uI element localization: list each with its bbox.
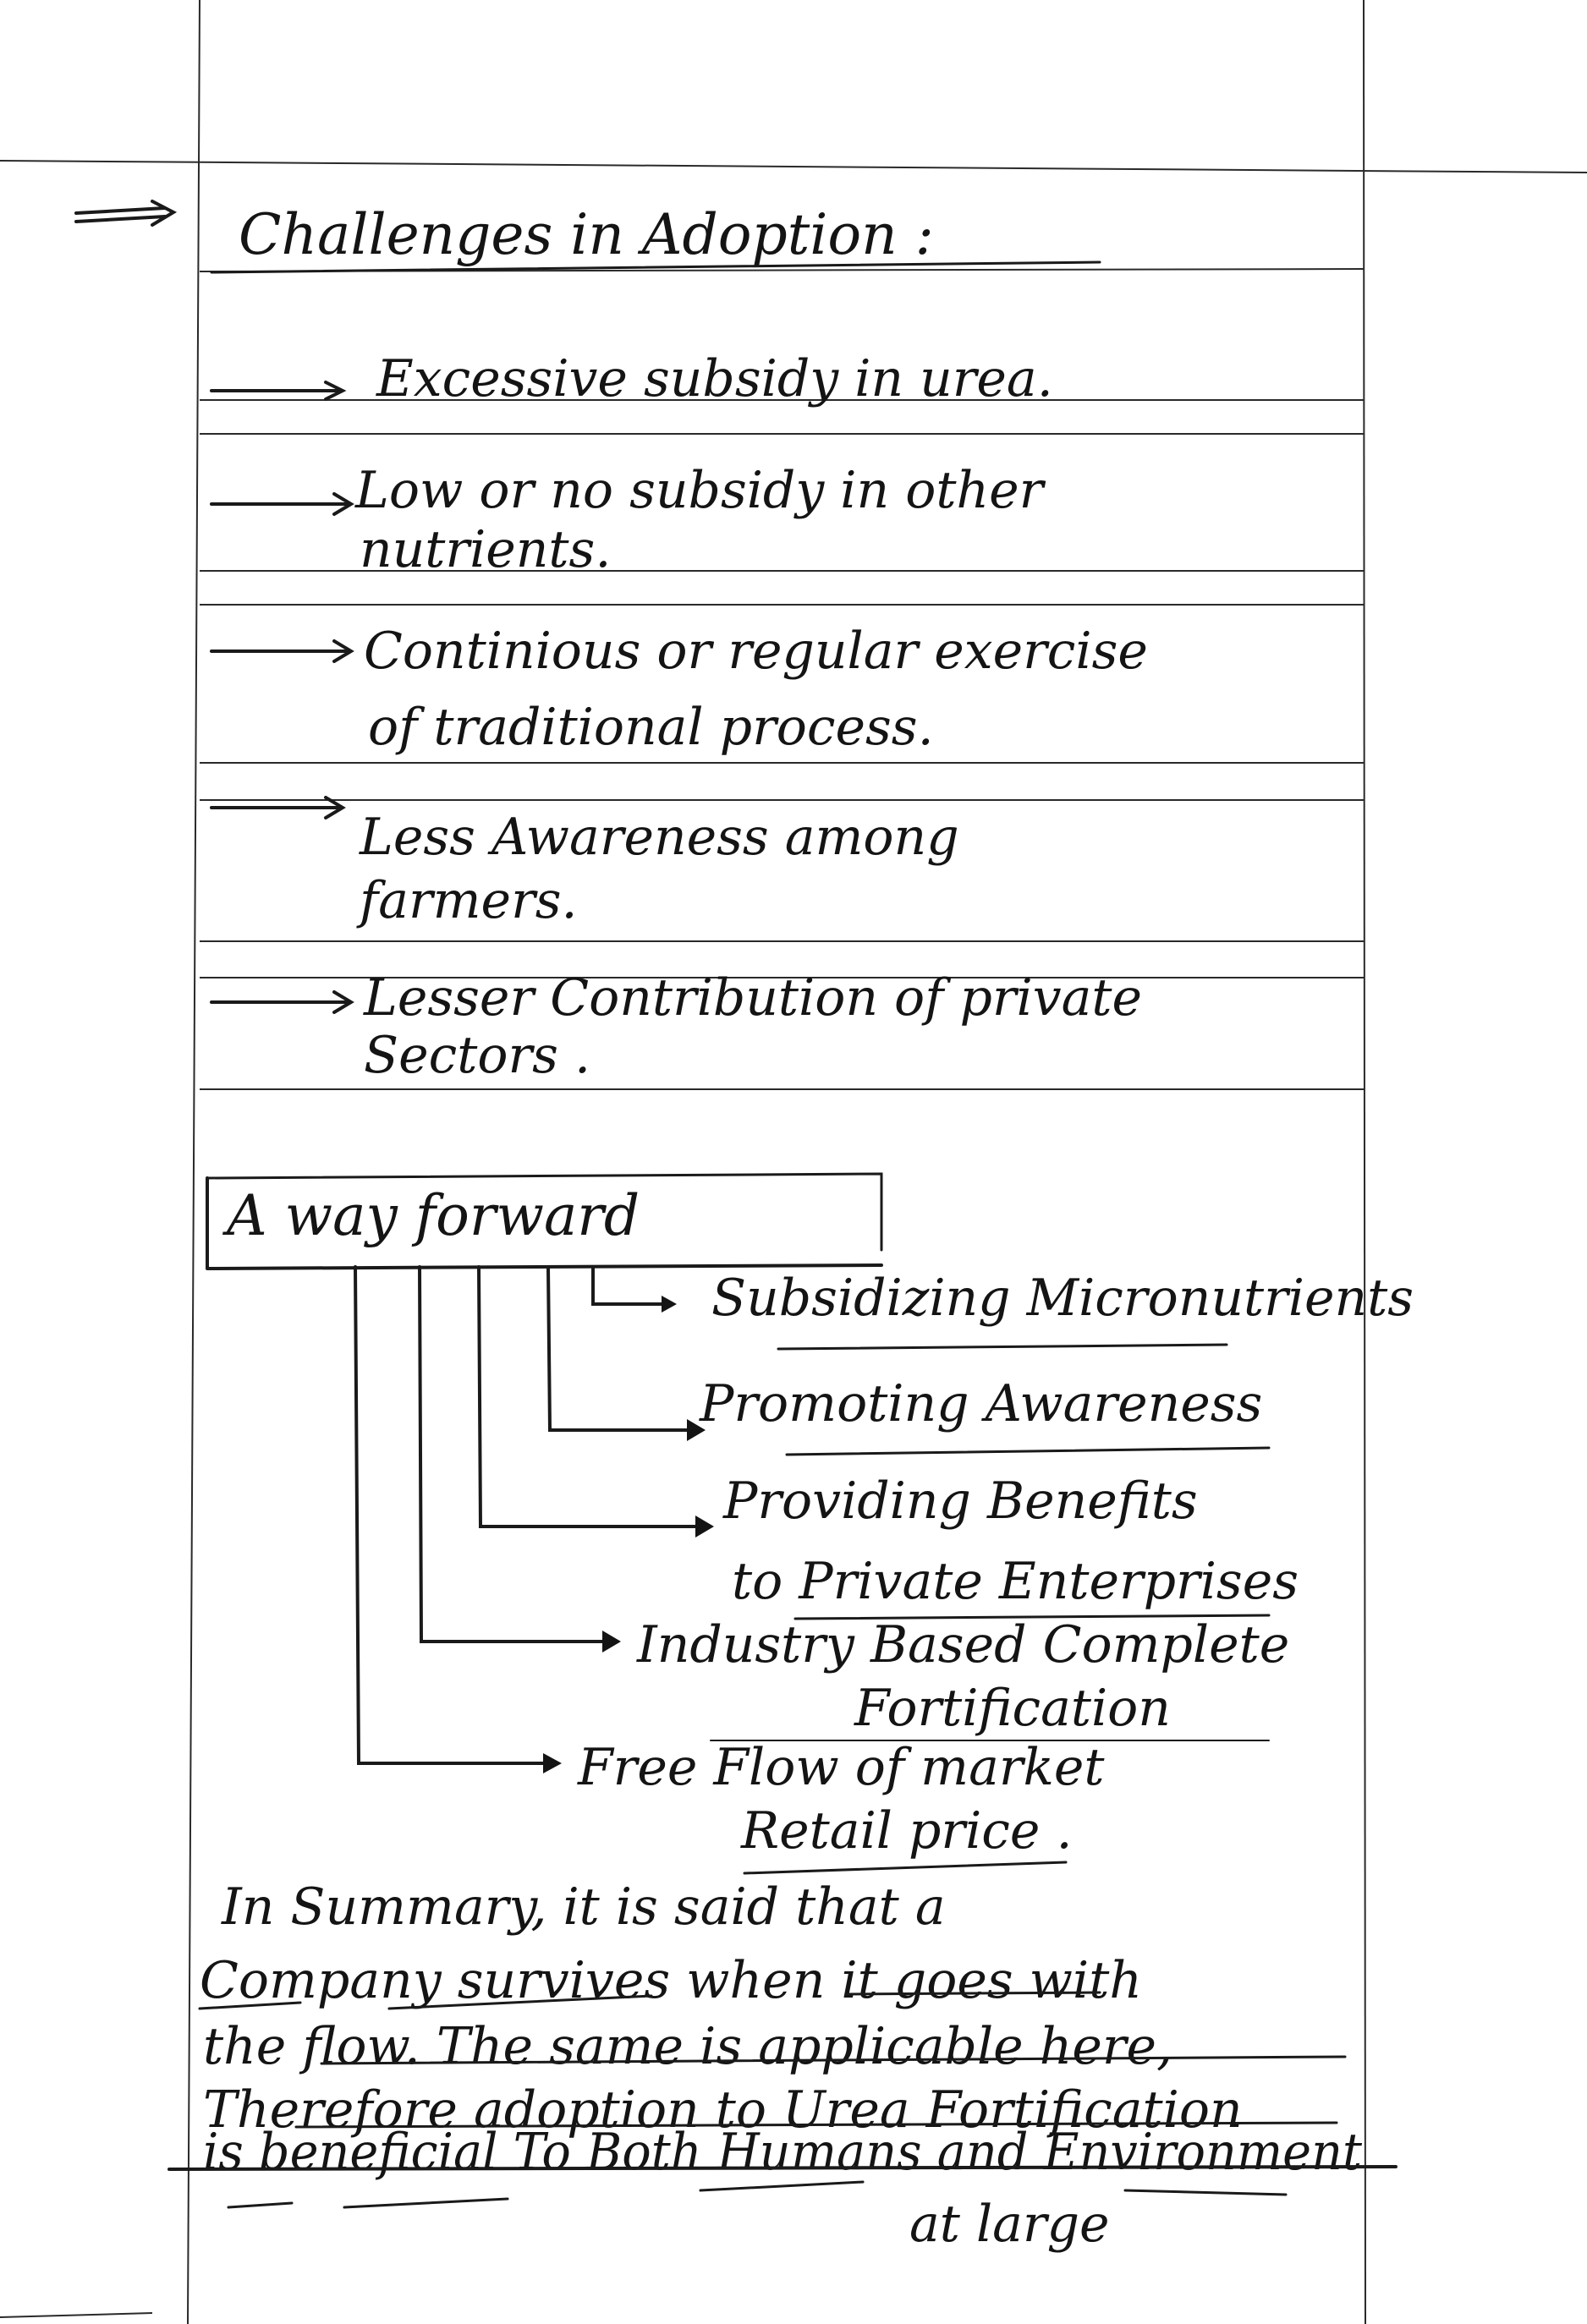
challenge-item-cont: Sectors . <box>364 1026 590 1085</box>
summary-line: at large <box>909 2195 1110 2254</box>
arrowhead-icon <box>662 1296 677 1313</box>
summary-line: Therefore adoption to Urea Fortification <box>203 2080 1243 2140</box>
way-forward-item-cont: Fortification <box>854 1679 1171 1738</box>
way-forward-list: Subsidizing Micronutrients Promoting Awa… <box>577 1269 1414 1875</box>
challenge-item-cont: farmers. <box>356 871 578 930</box>
challenge-item: Excessive subsidy in urea. <box>376 349 1053 408</box>
way-forward-item-cont: to Private Enterprises <box>732 1552 1299 1611</box>
way-forward-item: Promoting Awareness <box>699 1374 1262 1433</box>
arrowhead-icon <box>695 1516 714 1537</box>
summary-paragraph: In Summary, it is said that a Company su… <box>167 1877 1398 2254</box>
summary-line: Company survives when it goes with <box>200 1951 1142 2010</box>
arrow-icon <box>210 990 354 1014</box>
double-arrow-icon <box>74 200 178 227</box>
summary-line: is beneficial To Both Humans and Environ… <box>203 2123 1363 2182</box>
arrowhead-icon <box>602 1631 621 1653</box>
challenge-item-cont: nutrients. <box>360 520 611 579</box>
way-forward-item-cont: Retail price . <box>740 1801 1073 1861</box>
way-forward-item: Industry Based Complete <box>636 1615 1289 1674</box>
challenge-item: Low or no subsidy in other <box>354 461 1046 520</box>
challenge-item: Less Awareness among <box>359 808 959 867</box>
way-forward-item: Free Flow of market <box>577 1738 1105 1797</box>
summary-line: the flow. The same is applicable here, <box>203 2017 1172 2076</box>
arrow-icon <box>210 796 346 819</box>
challenge-list: Excessive subsidy in urea. Low or no sub… <box>210 349 1148 1085</box>
way-forward-heading: A way forward <box>222 1183 640 1248</box>
challenge-item: Lesser Contribution of private <box>363 968 1142 1028</box>
summary-line: In Summary, it is said that a <box>221 1877 946 1937</box>
way-forward-item: Providing Benefits <box>722 1472 1198 1531</box>
arrowhead-icon <box>543 1753 562 1773</box>
way-forward-tree <box>354 1265 714 1773</box>
challenge-item: Continious or regular exercise <box>364 622 1148 681</box>
arrowhead-icon <box>687 1419 706 1441</box>
challenges-heading: Challenges in Adoption : <box>239 202 934 267</box>
challenge-item-cont: of traditional process. <box>368 698 934 757</box>
arrow-icon <box>210 639 354 663</box>
way-forward-box: A way forward <box>206 1172 883 1270</box>
way-forward-item: Subsidizing Micronutrients <box>711 1269 1414 1328</box>
arrow-icon <box>210 492 354 516</box>
arrow-icon <box>210 381 347 401</box>
